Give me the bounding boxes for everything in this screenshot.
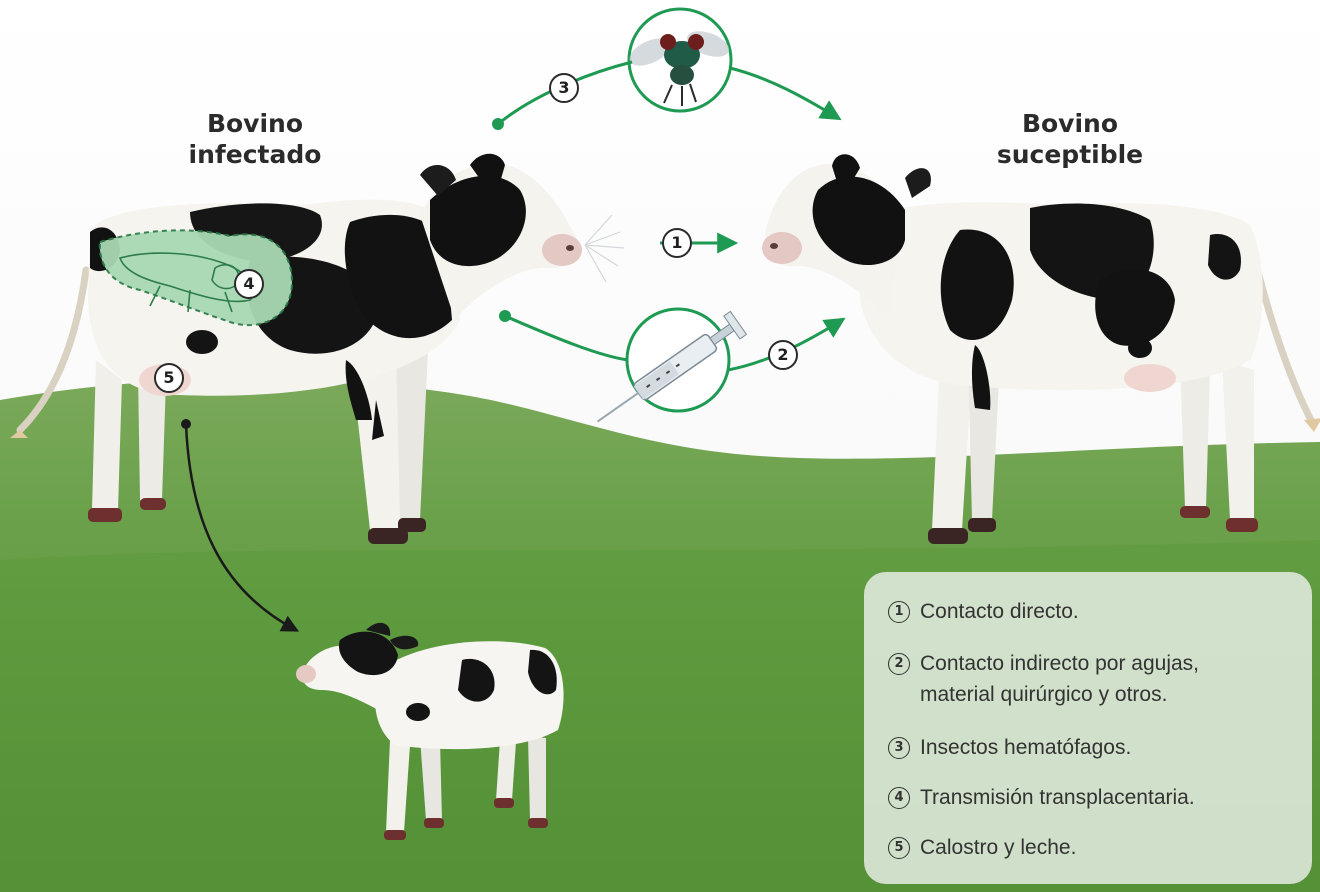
legend-number-2: 2 bbox=[888, 653, 910, 675]
arrow-2-origin-dot bbox=[499, 310, 511, 322]
marker-4: 4 bbox=[234, 269, 264, 299]
legend-number-4: 4 bbox=[888, 787, 910, 809]
legend-item-3: 3 Insectos hematófagos. bbox=[888, 732, 1304, 763]
legend-item-2: 2 Contacto indirecto por agujas, materia… bbox=[888, 648, 1304, 710]
legend-number-3: 3 bbox=[888, 737, 910, 759]
legend-text-4: Transmisión transplacentaria. bbox=[920, 782, 1304, 813]
legend-box: 1 Contacto directo. 2 Contacto indirecto… bbox=[864, 572, 1312, 884]
arrow-3-origin-dot bbox=[492, 118, 504, 130]
marker-2: 2 bbox=[768, 340, 798, 370]
marker-5: 5 bbox=[154, 363, 184, 393]
legend-text-2: Contacto indirecto por agujas, material … bbox=[920, 648, 1304, 710]
marker-3: 3 bbox=[549, 73, 579, 103]
legend-number-1: 1 bbox=[888, 601, 910, 623]
title-susceptible-bovine: Bovino suceptible bbox=[975, 108, 1165, 170]
legend-item-1: 1 Contacto directo. bbox=[888, 596, 1304, 627]
title-susceptible-text: Bovino suceptible bbox=[997, 109, 1143, 169]
legend-text-1: Contacto directo. bbox=[920, 596, 1304, 627]
legend-text-3: Insectos hematófagos. bbox=[920, 732, 1304, 763]
legend-item-5: 5 Calostro y leche. bbox=[888, 832, 1304, 863]
title-infected-bovine: Bovino infectado bbox=[160, 108, 350, 170]
title-infected-text: Bovino infectado bbox=[189, 109, 322, 169]
legend-item-4: 4 Transmisión transplacentaria. bbox=[888, 782, 1304, 813]
arrow-5-origin-dot bbox=[181, 419, 191, 429]
legend-number-5: 5 bbox=[888, 837, 910, 859]
marker-1: 1 bbox=[662, 228, 692, 258]
legend-text-5: Calostro y leche. bbox=[920, 832, 1304, 863]
